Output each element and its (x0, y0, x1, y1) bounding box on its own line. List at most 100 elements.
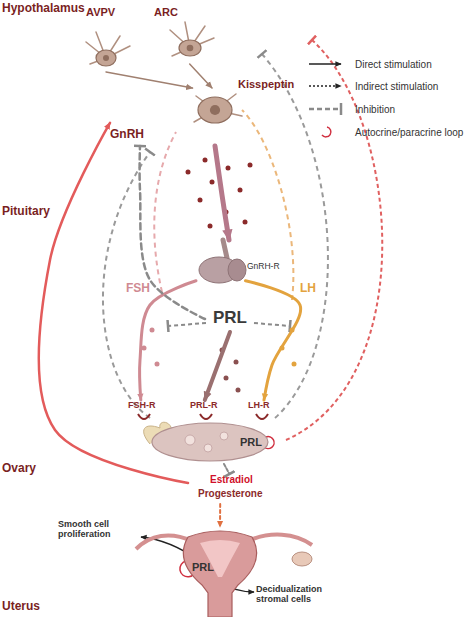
inhibition-line (254, 323, 290, 326)
legend-text: Autocrine/paracrine loop (355, 127, 463, 138)
legend-text: Indirect stimulation (355, 81, 438, 92)
hormone-dot (224, 376, 229, 381)
stimulation-connector (39, 123, 188, 483)
node-text: PRL (192, 561, 214, 574)
stimulation-connector (219, 504, 221, 527)
hormone-dot (203, 158, 208, 163)
node-text: PRL (240, 436, 262, 449)
legend-loop (322, 127, 331, 137)
section-title: Uterus (2, 600, 40, 614)
feedback-line (154, 132, 176, 292)
pituitary-stalk (223, 240, 227, 258)
legend-entry: Autocrine/paracrine loop (305, 124, 463, 140)
section-title: Hypothalamus (2, 2, 85, 16)
legend-entry: Direct stimulation (305, 56, 432, 72)
hormone-dot (292, 362, 297, 367)
legend-sample (305, 57, 349, 71)
inhibition-line (168, 323, 206, 326)
node-text: LH-R (248, 400, 270, 410)
node-text: ARC (154, 6, 178, 19)
receptor-symbol (138, 414, 150, 419)
node-text: GnRH-R (247, 262, 280, 272)
neuron-nucleus (103, 55, 109, 61)
effect-note: Decidualization stromal cells (256, 584, 348, 605)
neuron-soma (96, 50, 116, 66)
neuron-soma (179, 40, 201, 56)
fallopian-tube (248, 535, 312, 545)
node-text: GnRH (110, 128, 144, 142)
hormone-dot (290, 328, 295, 333)
neuron-nucleus (210, 105, 220, 115)
follicle (220, 432, 228, 440)
node-outline (130, 527, 330, 617)
stimulation-connector (106, 72, 193, 88)
legend-text: Direct stimulation (355, 59, 432, 70)
feedback-lines (103, 40, 382, 440)
feedback-line (242, 110, 293, 300)
node-text: Estradiol (210, 474, 253, 486)
legend-text: Inhibition (355, 104, 395, 115)
node-text: PRL-R (190, 400, 218, 410)
arc-neuron: ARC (150, 6, 214, 64)
gnrh-dendrite (194, 94, 242, 122)
gnrh-neuron: GnRH (110, 88, 260, 146)
avpv-neuron: AVPV (78, 6, 134, 72)
legend-line (309, 85, 341, 87)
stimulation-connector (246, 281, 301, 400)
node-text: Progesterone (198, 488, 262, 500)
avpv-dendrite (86, 32, 130, 64)
hormone-dot (280, 346, 285, 351)
stimulation-connector (190, 64, 212, 88)
hormone-dot (226, 166, 231, 171)
follicle (185, 435, 195, 445)
hormone-dot (198, 198, 203, 203)
pituitary-gland: GnRH-R (185, 240, 295, 288)
node-text: PRL (213, 308, 247, 328)
stimulation-connector (140, 281, 196, 400)
neuron-soma (198, 97, 232, 123)
hormone-dot (208, 224, 213, 229)
posterior-lobe (228, 259, 246, 281)
legend-line (309, 63, 341, 65)
receptor-symbol (200, 414, 212, 419)
inhibition-connector (140, 146, 205, 319)
hormone-dot (248, 163, 253, 168)
hormone-dot (155, 362, 160, 367)
node-text: FSH-R (128, 400, 156, 410)
steroid-hormones: EstradiolProgesterone (188, 474, 280, 504)
hormone-dot (186, 170, 191, 175)
ovary-organ: FSH-R PRL-R LH-R PRL (128, 400, 288, 464)
node-text: AVPV (86, 6, 115, 19)
hormone-label: LH (300, 282, 316, 296)
signal-name: Kisspeptin (238, 78, 294, 91)
hormone-dots (142, 158, 297, 393)
section-title: Ovary (2, 462, 36, 476)
legend-entry: Inhibition (305, 101, 395, 117)
ovary-shape (152, 423, 268, 461)
stimulation-connector (215, 146, 229, 240)
legend: Direct stimulationIndirect stimulationIn… (305, 54, 473, 150)
arc-dendrite (170, 22, 214, 56)
legend-sample (305, 79, 349, 93)
neuron-dendrites (86, 22, 242, 122)
hormone-label: FSH (126, 282, 150, 296)
prolactin-hub: PRL (205, 306, 255, 332)
hormone-dot (234, 360, 239, 365)
hormone-dot (224, 210, 229, 215)
neuron-nucleus (187, 45, 194, 52)
inhibition-connector (224, 464, 229, 474)
hormone-dot (150, 328, 155, 333)
inhibition-line (103, 152, 150, 418)
hormone-dot (142, 346, 147, 351)
uterus-body (183, 531, 256, 617)
legend-line (309, 108, 341, 111)
legend-sample (305, 102, 349, 116)
stimulation-connector (205, 332, 230, 400)
inhibition-line (286, 40, 382, 440)
small-ovary (292, 552, 312, 566)
legend-sample (305, 125, 349, 139)
